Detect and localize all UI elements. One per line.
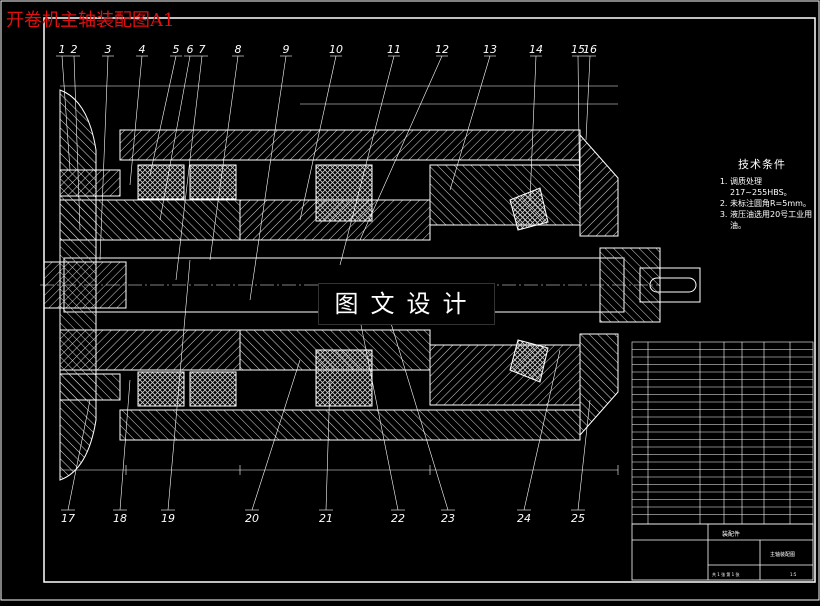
balloon-leaders-bottom [61,259,591,511]
leader-line [299,55,337,221]
part-balloon-23: 23 [441,512,455,525]
leader-line [523,349,561,511]
dimension-lines [59,85,619,475]
leader-line [325,379,331,511]
part-balloon-1: 1 [59,43,66,56]
part-balloon-25: 25 [571,512,585,525]
technical-requirements: 技术条件 调质处理217~255HBS。 未标注圆角R=5mm。 液压油选用20… [716,156,816,231]
leader-line [251,359,301,511]
requirement-item: 未标注圆角R=5mm。 [730,198,816,209]
requirement-item: 调质处理217~255HBS。 [730,176,816,198]
part-balloon-3: 3 [105,43,112,56]
leader-line [167,259,191,511]
leader-line [359,55,443,241]
watermark: 图文设计 [318,283,495,325]
leader-line [529,55,537,201]
part-balloon-4: 4 [139,43,146,56]
leader-line [389,319,449,511]
leader-line [149,55,177,176]
keyway [649,277,697,293]
part-balloon-22: 22 [391,512,405,525]
leader-line [119,379,131,511]
bearings [137,164,549,407]
leader-line [159,55,191,221]
leader-line [175,55,203,281]
leader-line [339,55,395,266]
leader-line [67,399,91,511]
leader-line [359,319,399,511]
part-balloon-7: 7 [199,43,206,56]
part-balloon-12: 12 [435,43,449,56]
leader-line [209,55,239,261]
leader-line [129,55,143,186]
balloon-leaders-top [56,55,596,301]
requirement-item: 液压油选用20号工业用油。 [730,209,816,231]
part-balloon-17: 17 [61,512,75,525]
leader-line [577,55,581,231]
drawing-title: 开卷机主轴装配图A1 [6,10,175,31]
parts-list [631,341,814,525]
part-balloon-16: 16 [583,43,597,56]
left-flange [59,89,121,481]
part-balloon-8: 8 [235,43,242,56]
title-block-scale: 1:5 [790,572,797,577]
part-balloon-15: 15 [571,43,585,56]
part-balloon-5: 5 [173,43,180,56]
part-balloon-10: 10 [329,43,343,56]
part-balloon-11: 11 [387,43,401,56]
title-block-name: 装配件 [722,530,740,538]
leader-line [577,399,591,511]
technical-requirements-heading: 技术条件 [738,158,786,171]
part-balloon-6: 6 [187,43,194,56]
title-block [631,523,814,581]
part-balloon-18: 18 [113,512,127,525]
title-block-sheet: 共 1 张 第 1 张 [712,571,739,577]
part-balloon-24: 24 [517,512,531,525]
leader-line [585,55,591,141]
leader-line [249,55,287,301]
part-balloon-20: 20 [245,512,259,525]
part-balloon-2: 2 [71,43,78,56]
part-balloon-14: 14 [529,43,543,56]
title-block-drawing-name: 主轴装配图 [770,551,795,558]
part-balloon-9: 9 [283,43,290,56]
part-balloon-19: 19 [161,512,175,525]
leader-line [99,55,109,261]
leader-line [73,55,81,231]
part-balloon-13: 13 [483,43,497,56]
leader-line [449,55,491,191]
leader-line [61,55,71,171]
part-balloon-21: 21 [319,512,333,525]
balloon-labels-bottom: 17 18 19 20 21 22 23 24 25 [61,512,585,525]
